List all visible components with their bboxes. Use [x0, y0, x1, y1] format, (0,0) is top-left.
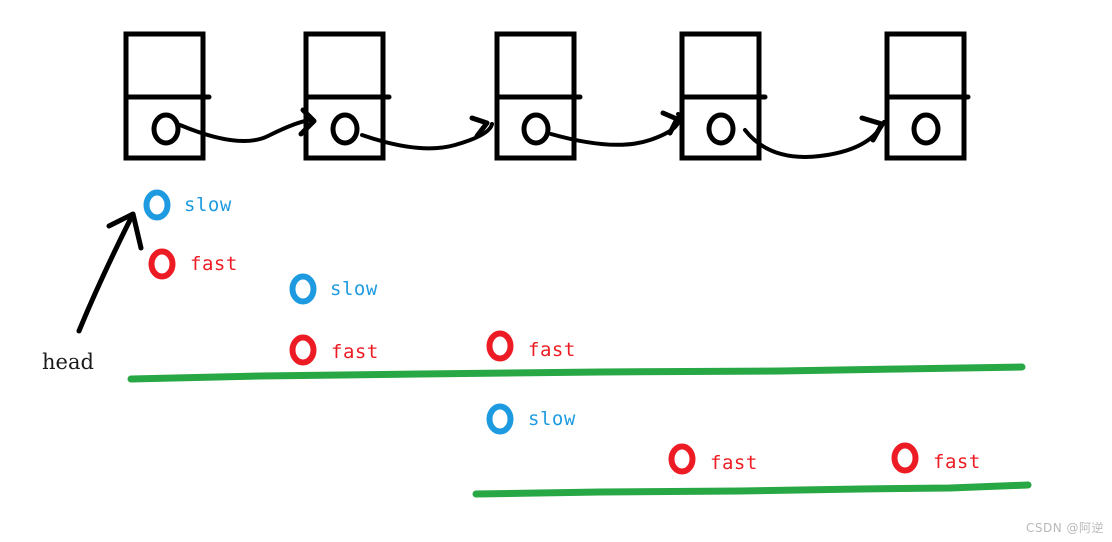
- fast-pointer-marker: [148, 248, 176, 280]
- link-curve: [360, 122, 494, 151]
- pointer-step-1: [143, 189, 176, 280]
- list-node: [884, 31, 971, 161]
- link-arrowhead: [660, 110, 680, 136]
- link-arrowhead: [298, 107, 317, 137]
- green-underlines: [127, 363, 1032, 498]
- node-link-arrow: [743, 115, 886, 159]
- node-pointer-circle: [521, 112, 551, 146]
- fast-pointer-marker: [668, 443, 696, 475]
- list-node: [123, 31, 212, 161]
- link-arrowhead: [859, 115, 885, 143]
- slow-label-step-3: slow: [528, 408, 576, 430]
- head-arrow: [76, 211, 144, 334]
- list-node: [679, 31, 768, 161]
- slow-pointer-marker: [143, 189, 171, 221]
- link-curve: [743, 120, 886, 159]
- head-arrowhead: [106, 211, 144, 251]
- slow-label-step-1: slow: [184, 194, 232, 216]
- node-pointer-circle: [706, 112, 736, 146]
- node-link-arrow: [178, 107, 317, 143]
- fast-label-step-2-a: fast: [331, 341, 379, 363]
- slow-pointer-marker: [486, 403, 514, 435]
- linked-list-nodes: [123, 31, 971, 161]
- fast-label-step-3-b: fast: [933, 451, 981, 473]
- underline-segment: [472, 481, 1032, 498]
- node-link-arrows: [178, 107, 886, 159]
- link-arrowhead: [469, 115, 490, 139]
- pointer-step-2: [289, 273, 514, 366]
- node-link-arrow: [360, 115, 494, 151]
- node-pointer-circle: [151, 112, 181, 146]
- link-curve: [178, 118, 312, 143]
- fast-pointer-marker: [486, 330, 514, 362]
- fast-label-step-2-b: fast: [528, 339, 576, 361]
- link-curve: [549, 112, 682, 147]
- fast-pointer-marker: [891, 442, 919, 474]
- head-label: head: [42, 350, 94, 374]
- slow-pointer-marker: [289, 273, 317, 305]
- csdn-watermark: CSDN @阿逆: [1025, 521, 1104, 535]
- pointer-step-3: [486, 403, 919, 475]
- fast-label-step-3-a: fast: [710, 452, 758, 474]
- fast-pointer-marker: [289, 334, 317, 366]
- node-pointer-circle: [330, 112, 360, 146]
- fast-label-step-1: fast: [190, 253, 238, 275]
- slow-label-step-2: slow: [330, 278, 378, 300]
- head-arrow-shaft: [76, 215, 134, 334]
- underline-segment: [127, 363, 1026, 383]
- node-pointer-circle: [911, 112, 941, 146]
- node-link-arrow: [549, 110, 682, 147]
